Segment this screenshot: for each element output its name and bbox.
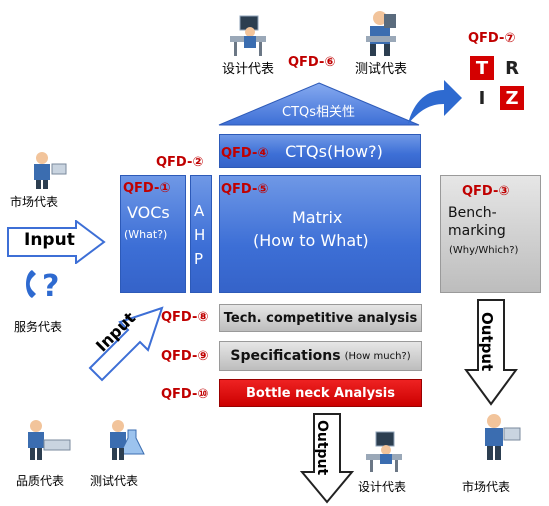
qfd-4-label: QFD-④ bbox=[221, 146, 269, 161]
tester-bottom-icon bbox=[110, 420, 145, 460]
svg-text:?: ? bbox=[42, 269, 59, 302]
ahp-letter-p: P bbox=[194, 250, 204, 268]
designer-bottom-icon bbox=[366, 431, 402, 472]
specifications-label: Specifications bbox=[230, 348, 341, 364]
market-rep-right-icon bbox=[485, 414, 521, 460]
input-arrow-diagonal bbox=[88, 306, 164, 382]
triz-tile-z: Z bbox=[500, 86, 524, 110]
ahp-column bbox=[190, 175, 212, 293]
ctqs-correlation-label: CTQs相关性 bbox=[282, 105, 356, 120]
output-bottom-label: Output bbox=[314, 420, 330, 476]
service-rep-label: 服务代表 bbox=[14, 320, 63, 334]
matrix-line1: Matrix bbox=[292, 208, 343, 227]
input-left-label: Input bbox=[24, 230, 75, 250]
triz-tile-t: T bbox=[470, 56, 494, 80]
ctqs-label: CTQs(How?) bbox=[285, 141, 383, 161]
qfd-6-label: QFD-⑥ bbox=[288, 55, 336, 70]
triz-tile-i: I bbox=[470, 86, 494, 110]
design-rep-top-label: 设计代表 bbox=[222, 62, 275, 77]
market-rep-left-icon bbox=[34, 152, 67, 189]
test-rep-top-label: 测试代表 bbox=[355, 62, 408, 77]
qfd-2-label: QFD-② bbox=[156, 155, 204, 170]
benchmarking-sub: (Why/Which?) bbox=[449, 245, 519, 256]
ctqs-bar: CTQs(How?) bbox=[219, 134, 421, 168]
qfd-10-label: QFD-⑩ bbox=[161, 387, 209, 402]
benchmarking-line2: marking bbox=[448, 223, 506, 239]
output-arrow-right bbox=[464, 299, 518, 406]
qfd-8-label: QFD-⑧ bbox=[161, 310, 209, 325]
qfd-5-label: QFD-⑤ bbox=[221, 182, 269, 197]
input-arrow-left bbox=[7, 220, 106, 264]
benchmarking-box bbox=[440, 175, 541, 293]
vocs-sub: (What?) bbox=[124, 228, 168, 241]
benchmarking-line1: Bench- bbox=[448, 205, 497, 221]
tech-competitive-bar: Tech. competitive analysis bbox=[219, 304, 422, 332]
triz-tile-r: R bbox=[500, 56, 524, 80]
output-arrow-bottom bbox=[299, 413, 355, 504]
specifications-sub: (How much?) bbox=[344, 350, 411, 362]
vocs-title: VOCs bbox=[127, 203, 170, 222]
ahp-letter-a: A bbox=[194, 202, 205, 220]
qfd-9-label: QFD-⑨ bbox=[161, 349, 209, 364]
qfd-3-label: QFD-③ bbox=[462, 184, 510, 199]
tester-top-icon bbox=[366, 11, 396, 56]
ahp-letter-h: H bbox=[194, 226, 206, 244]
phone-question-icon: ? bbox=[26, 269, 59, 302]
specifications-bar: Specifications (How much?) bbox=[219, 341, 422, 371]
market-rep-right-label: 市场代表 bbox=[462, 480, 511, 494]
qfd-7-label: QFD-⑦ bbox=[468, 31, 516, 46]
qfd-1-label: QFD-① bbox=[123, 181, 171, 196]
output-right-label: Output bbox=[478, 312, 496, 372]
designer-top-icon bbox=[230, 15, 266, 56]
quality-rep-icon bbox=[28, 420, 71, 460]
matrix-box bbox=[219, 175, 421, 293]
market-rep-left-label: 市场代表 bbox=[10, 195, 59, 209]
vocs-column bbox=[120, 175, 186, 293]
design-rep-bottom-label: 设计代表 bbox=[358, 480, 407, 494]
bottleneck-label: Bottle neck Analysis bbox=[246, 385, 395, 401]
bottleneck-bar: Bottle neck Analysis bbox=[219, 379, 422, 407]
ctqs-correlation-roof bbox=[218, 82, 420, 126]
triz-arrow bbox=[408, 80, 462, 124]
matrix-line2: (How to What) bbox=[253, 231, 369, 250]
tech-competitive-label: Tech. competitive analysis bbox=[223, 310, 418, 326]
test-rep-bottom-label: 测试代表 bbox=[90, 474, 139, 488]
quality-rep-label: 品质代表 bbox=[16, 474, 65, 488]
